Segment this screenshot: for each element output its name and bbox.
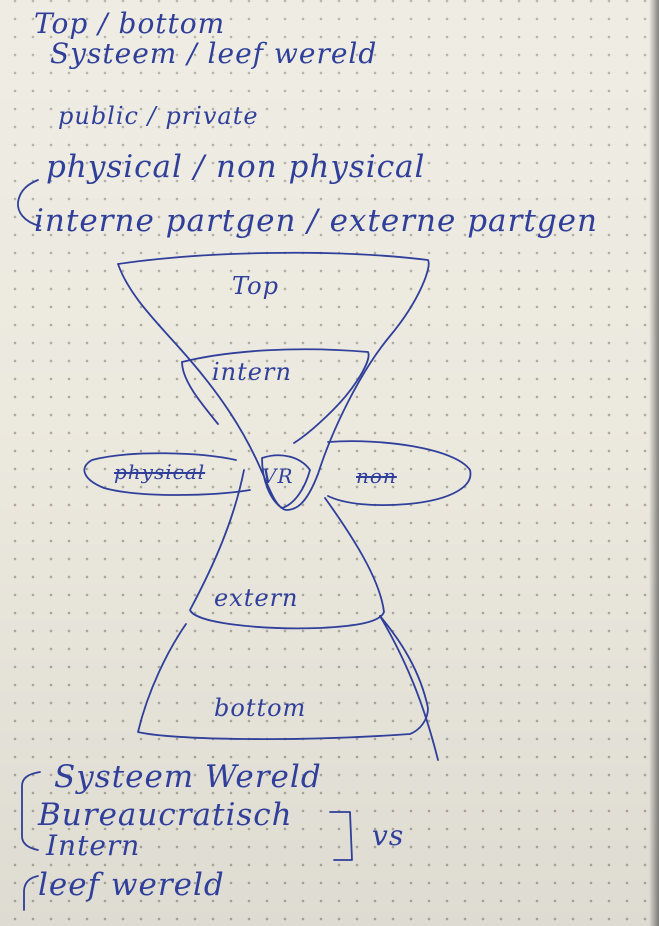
top-funnel-outline (117, 251, 430, 511)
group1-close-bracket (329, 811, 353, 861)
diagram-label-vr: VR (262, 464, 294, 488)
diagram-label-intern: intern (212, 358, 292, 386)
group2-bracket (23, 875, 39, 911)
bottom-note-3: Intern (46, 829, 141, 862)
vr-loop-outline (261, 454, 311, 509)
bottom-note-vs: vs (372, 819, 405, 852)
diagram-label-top: Top (232, 272, 279, 300)
bracket-mark (17, 179, 41, 227)
non-ellipse-outline (327, 440, 472, 507)
diagram-label-physical: physical (114, 460, 206, 484)
note-line-3: public / private (58, 102, 259, 130)
diagram-label-bottom: bottom (214, 694, 307, 722)
bottom-funnel-extension (379, 615, 439, 761)
intern-region-outline (181, 348, 370, 444)
intern-left-arc (181, 361, 219, 425)
note-line-4: physical / non physical (46, 149, 426, 185)
bottom-funnel-outline (137, 615, 429, 740)
bottom-note-2: Bureaucratisch (38, 797, 293, 833)
note-line-1: Top / bottom (34, 7, 226, 40)
page-edge-shadow (649, 0, 659, 926)
extern-region-outline (189, 469, 385, 630)
physical-ellipse-outline (83, 452, 251, 496)
note-line-5: interne partgen / externe partgen (34, 203, 598, 239)
bottom-note-1: Systeem Wereld (54, 759, 322, 795)
diagram-label-non: non (356, 464, 397, 488)
group1-bracket (21, 771, 41, 851)
diagram-label-extern: extern (214, 584, 299, 612)
note-line-2: Systeem / leef wereld (50, 37, 378, 70)
bottom-note-leef-wereld: leef wereld (38, 867, 225, 903)
